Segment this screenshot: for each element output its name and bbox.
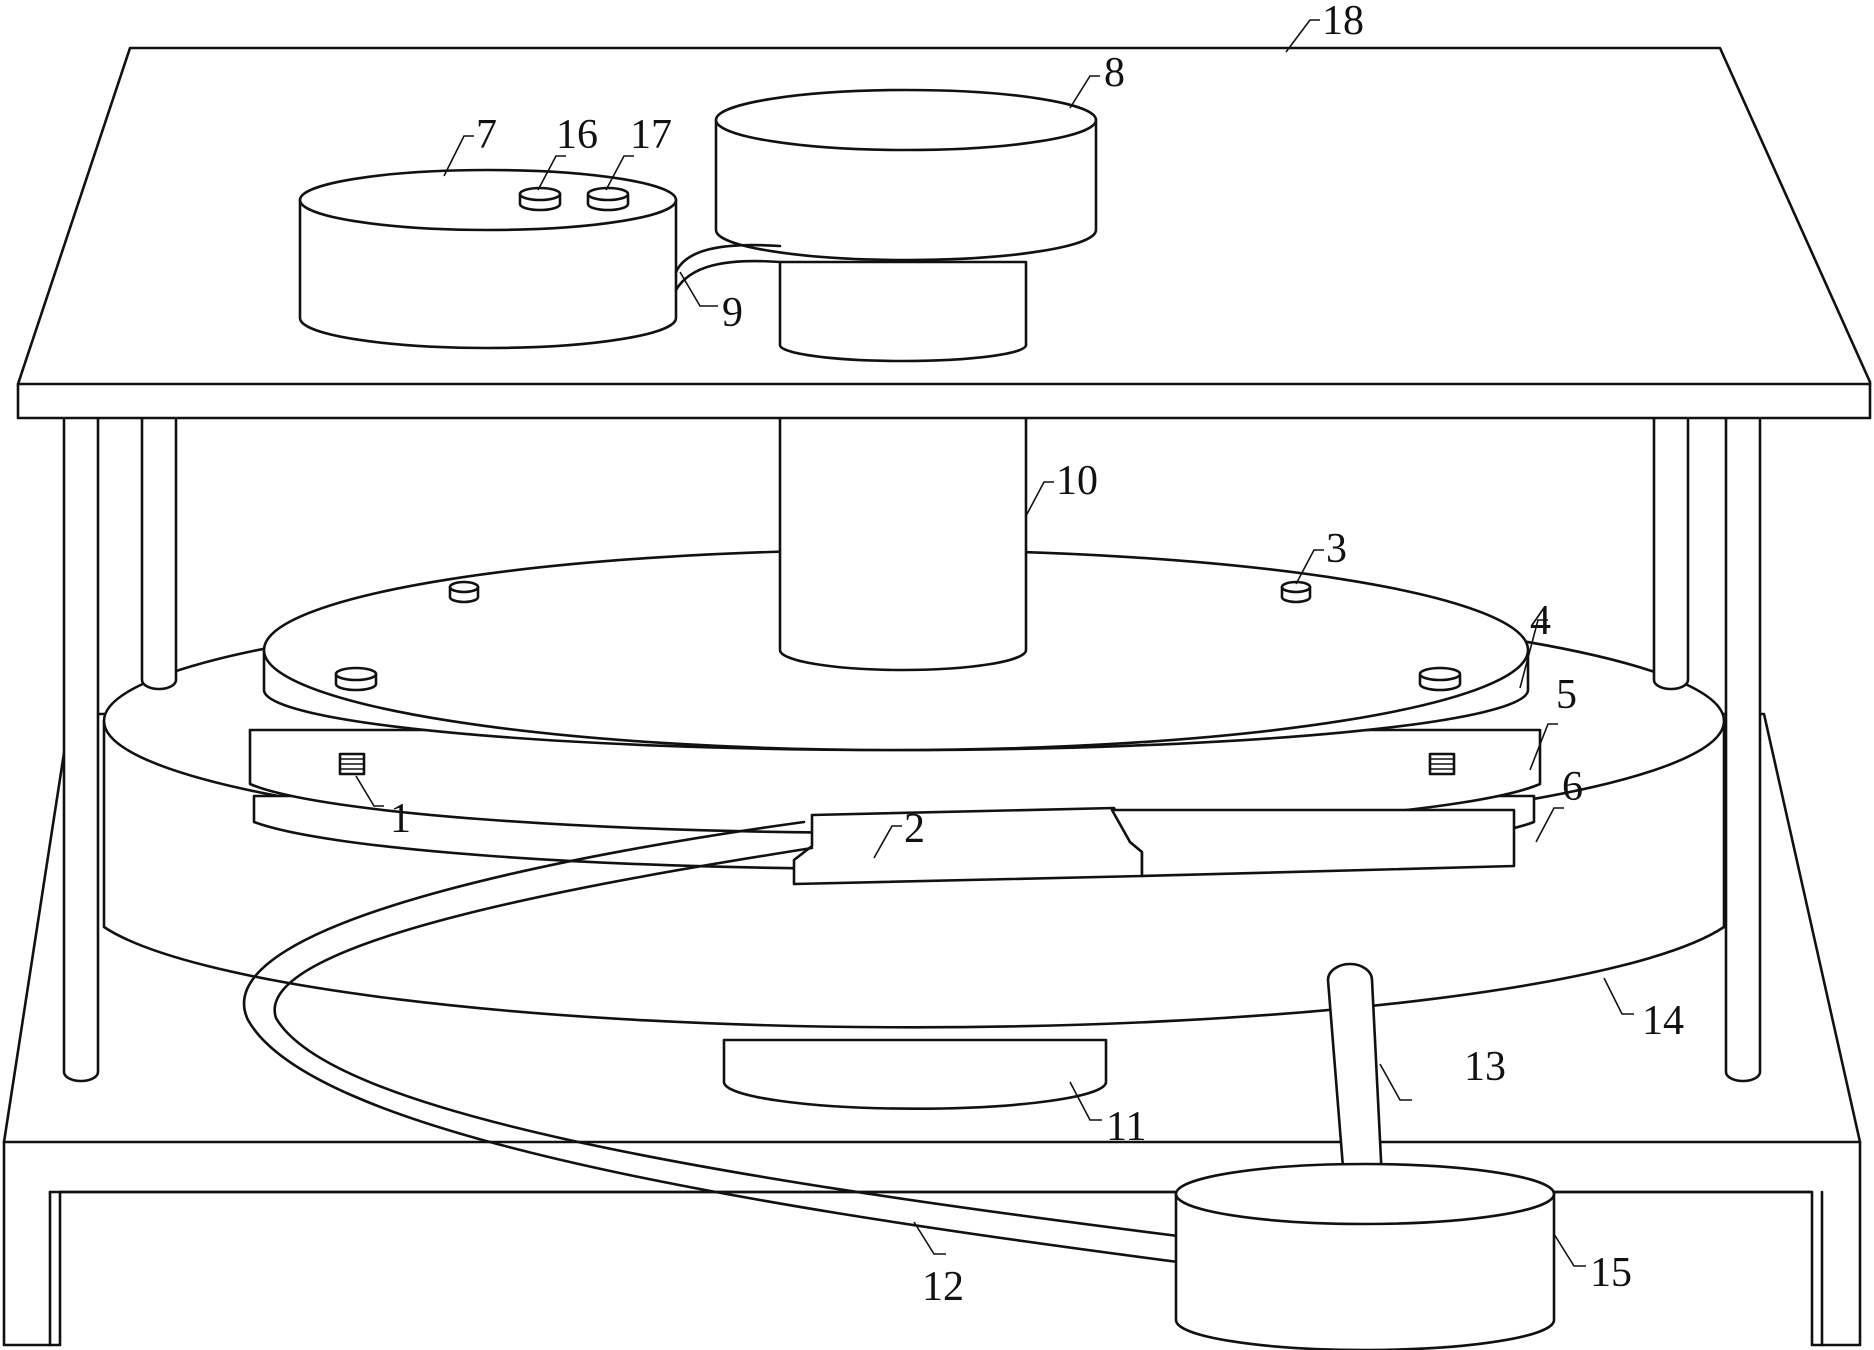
leader-lines (355, 19, 1634, 1267)
pipe-12 (243, 820, 1180, 1264)
pump-15 (1174, 1162, 1556, 1350)
bolts (334, 580, 1462, 692)
label-13: 13 (1464, 1044, 1506, 1090)
label-4: 4 (1530, 598, 1551, 644)
label-2: 2 (904, 806, 925, 852)
label-8: 8 (1104, 50, 1125, 96)
clamp-block-2 (792, 806, 1516, 886)
label-18: 18 (1322, 0, 1364, 44)
label-1: 1 (390, 796, 411, 842)
shaft-10 (778, 398, 1028, 672)
part-labels: 18 8 7 16 17 9 10 3 4 5 6 1 2 14 13 11 1… (390, 0, 1684, 1310)
label-14: 14 (1642, 998, 1684, 1044)
label-3: 3 (1326, 526, 1347, 572)
label-10: 10 (1056, 458, 1098, 504)
spring-left (338, 752, 366, 776)
rod-13 (1326, 962, 1384, 1182)
label-9: 9 (722, 290, 743, 336)
bottom-boss-11 (722, 1038, 1108, 1110)
support-posts (62, 408, 1762, 1083)
cable-9 (674, 243, 782, 292)
control-box-7 (298, 168, 678, 350)
label-15: 15 (1590, 1250, 1632, 1296)
label-11: 11 (1106, 1104, 1146, 1150)
spring-right (1428, 752, 1456, 776)
label-12: 12 (922, 1264, 964, 1310)
label-7: 7 (476, 112, 497, 158)
label-6: 6 (1562, 764, 1583, 810)
label-17: 17 (630, 112, 672, 158)
label-16: 16 (556, 112, 598, 158)
label-5: 5 (1556, 672, 1577, 718)
motor-8 (714, 88, 1098, 363)
